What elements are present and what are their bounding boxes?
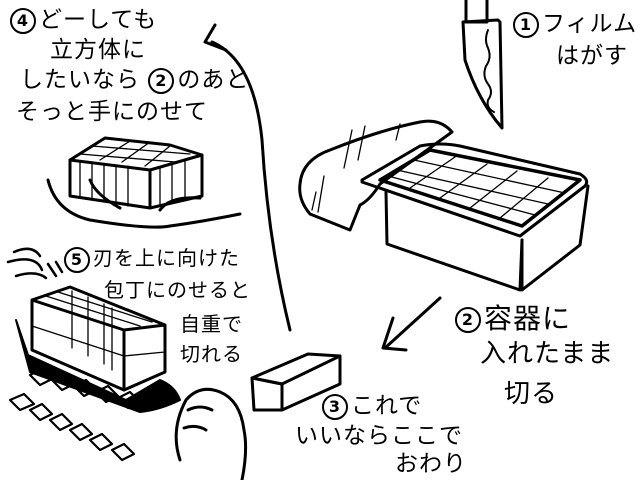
step-3-number: 3 — [322, 393, 348, 420]
step-3-line-2: いいならここで — [295, 423, 463, 449]
step-4-line-3a: したいなら — [20, 67, 140, 93]
step-2-line-1: 容器に — [484, 302, 572, 335]
step-4-number: 4 — [10, 7, 36, 34]
step-4-ref-number: 2 — [148, 67, 175, 94]
step-5-line-1: 刃を上に向けた — [93, 246, 240, 270]
step-4-line-2: 立方体に — [50, 37, 146, 63]
container-icon — [298, 119, 590, 292]
step-3-line-1: これで — [351, 393, 423, 419]
step-5-line-4: 切れる — [180, 342, 243, 366]
tofu-on-knife-icon — [6, 247, 248, 480]
step-4-line-1: どーしても — [39, 7, 158, 33]
step-5-line-2: 包丁にのせると — [104, 278, 251, 302]
tofu-stick-icon — [250, 352, 342, 412]
step-2-line-3: 切る — [504, 379, 559, 409]
step-5-number: 5 — [64, 246, 90, 273]
step-5-line-3: 自重で — [180, 312, 243, 336]
step-1-line-2: はがす — [556, 43, 628, 69]
step-1-number: 1 — [513, 11, 539, 38]
arrow-icon — [381, 296, 442, 352]
step-1-line-1: フィルム — [542, 11, 638, 37]
knife-icon — [461, 0, 504, 130]
curved-arrow-icon — [203, 23, 292, 332]
step-4-line-3b: のあと — [177, 67, 250, 93]
step-2-line-2: 入れたまま — [480, 339, 615, 369]
step-3-line-3: おわり — [395, 451, 467, 477]
step-2-number: 2 — [455, 307, 481, 333]
step-4-line-4: そっと手にのせて — [16, 99, 208, 125]
tofu-on-hand-icon — [46, 136, 242, 229]
